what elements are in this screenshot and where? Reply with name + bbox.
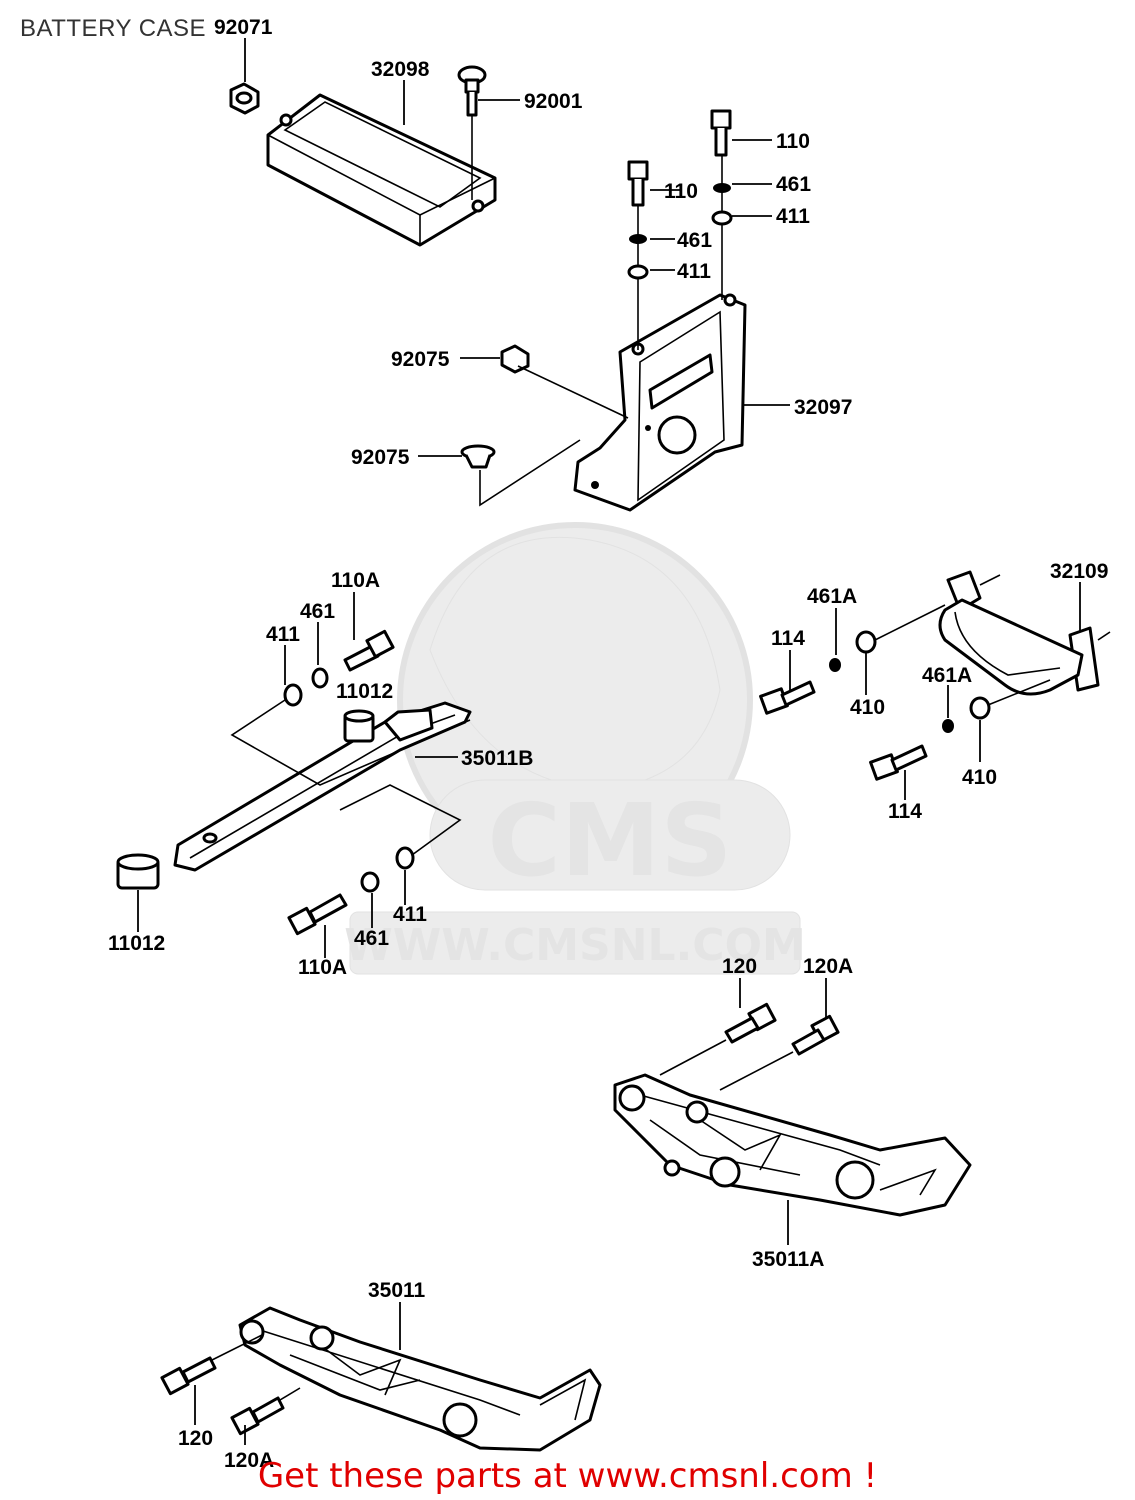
battery-case-32098 [266, 93, 497, 247]
screw-92001 [457, 65, 487, 200]
nut-92071 [229, 82, 260, 115]
page-title: BATTERY CASE [20, 15, 207, 42]
label-35011: 35011 [368, 1279, 426, 1302]
bolt-114-bottom [869, 679, 1051, 781]
bolt-120-bottom [160, 1334, 263, 1396]
bolt-120A-mid [719, 1014, 840, 1091]
bracket-35011 [238, 1306, 602, 1452]
grommet-92075-lower [460, 439, 581, 507]
bar-32109 [938, 570, 1111, 696]
grommet-92075-upper [500, 344, 629, 419]
bolt-110A-top [230, 629, 471, 786]
label-32109: 32109 [1050, 560, 1108, 583]
label-32097: 32097 [794, 396, 852, 419]
bolt-120A-bottom [230, 1387, 301, 1436]
watermark-url-box [349, 911, 801, 975]
bolt-110A-bottom [287, 784, 462, 936]
collar-11012-top [343, 709, 375, 743]
bolt-110-right [710, 109, 733, 300]
bracket-32097 [573, 293, 747, 512]
label-461-right: 461 [776, 173, 811, 196]
watermark-logo-badge [429, 779, 791, 891]
label-35011A: 35011A [752, 1248, 824, 1271]
label-110A-bottom: 110A [298, 956, 347, 979]
label-114-top: 114 [771, 627, 805, 650]
label-92075-upper: 92075 [391, 348, 450, 371]
label-92071: 92071 [214, 16, 273, 39]
label-461A-top: 461A [807, 585, 857, 608]
footer-link-text[interactable]: Get these parts at www.cmsnl.com ! [257, 1456, 878, 1496]
label-120-bottom: 120 [178, 1427, 213, 1450]
label-120A-mid: 120A [803, 955, 853, 978]
label-120A-bottom: 120A [224, 1449, 274, 1472]
part-labels: 92071 32098 92001 110 461 411 110 461 41… [108, 16, 1108, 1472]
watermark-url-text: WWW.CMSNL.COM [344, 920, 806, 971]
label-110A-top: 110A [331, 569, 380, 592]
label-92075-lower: 92075 [351, 446, 410, 469]
label-32098: 32098 [371, 58, 430, 81]
label-410-bottom: 410 [962, 766, 997, 789]
label-410-top: 410 [850, 696, 885, 719]
label-411-left-bottom: 411 [393, 903, 427, 926]
label-92001: 92001 [524, 90, 583, 113]
label-114-bottom: 114 [888, 800, 922, 823]
label-461A-bottom: 461A [922, 664, 972, 687]
collar-11012-bottom [116, 853, 160, 890]
label-110-left: 110 [664, 180, 698, 203]
cms-watermark: CMS WWW.CMSNL.COM [344, 522, 806, 975]
label-120-mid: 120 [722, 955, 757, 978]
watermark-logo-text: CMS [488, 782, 733, 899]
label-461-left-bottom: 461 [354, 927, 389, 950]
leader-lines [137, 38, 1081, 1445]
bolt-114-top [759, 604, 946, 715]
label-35011B: 35011B [461, 747, 533, 770]
label-411-right: 411 [776, 205, 810, 228]
label-461-left-top: 461 [300, 600, 335, 623]
label-411-left: 411 [677, 260, 711, 283]
bolt-110-left [627, 160, 649, 350]
bolt-120-mid [659, 1002, 777, 1076]
label-11012-top: 11012 [336, 680, 393, 703]
label-411-left-top: 411 [266, 623, 300, 646]
label-461-left: 461 [677, 229, 712, 252]
label-110-right: 110 [776, 130, 810, 153]
watermark-logo-head [429, 536, 721, 791]
label-11012-bottom: 11012 [108, 932, 165, 955]
bracket-35011A [613, 1073, 972, 1217]
